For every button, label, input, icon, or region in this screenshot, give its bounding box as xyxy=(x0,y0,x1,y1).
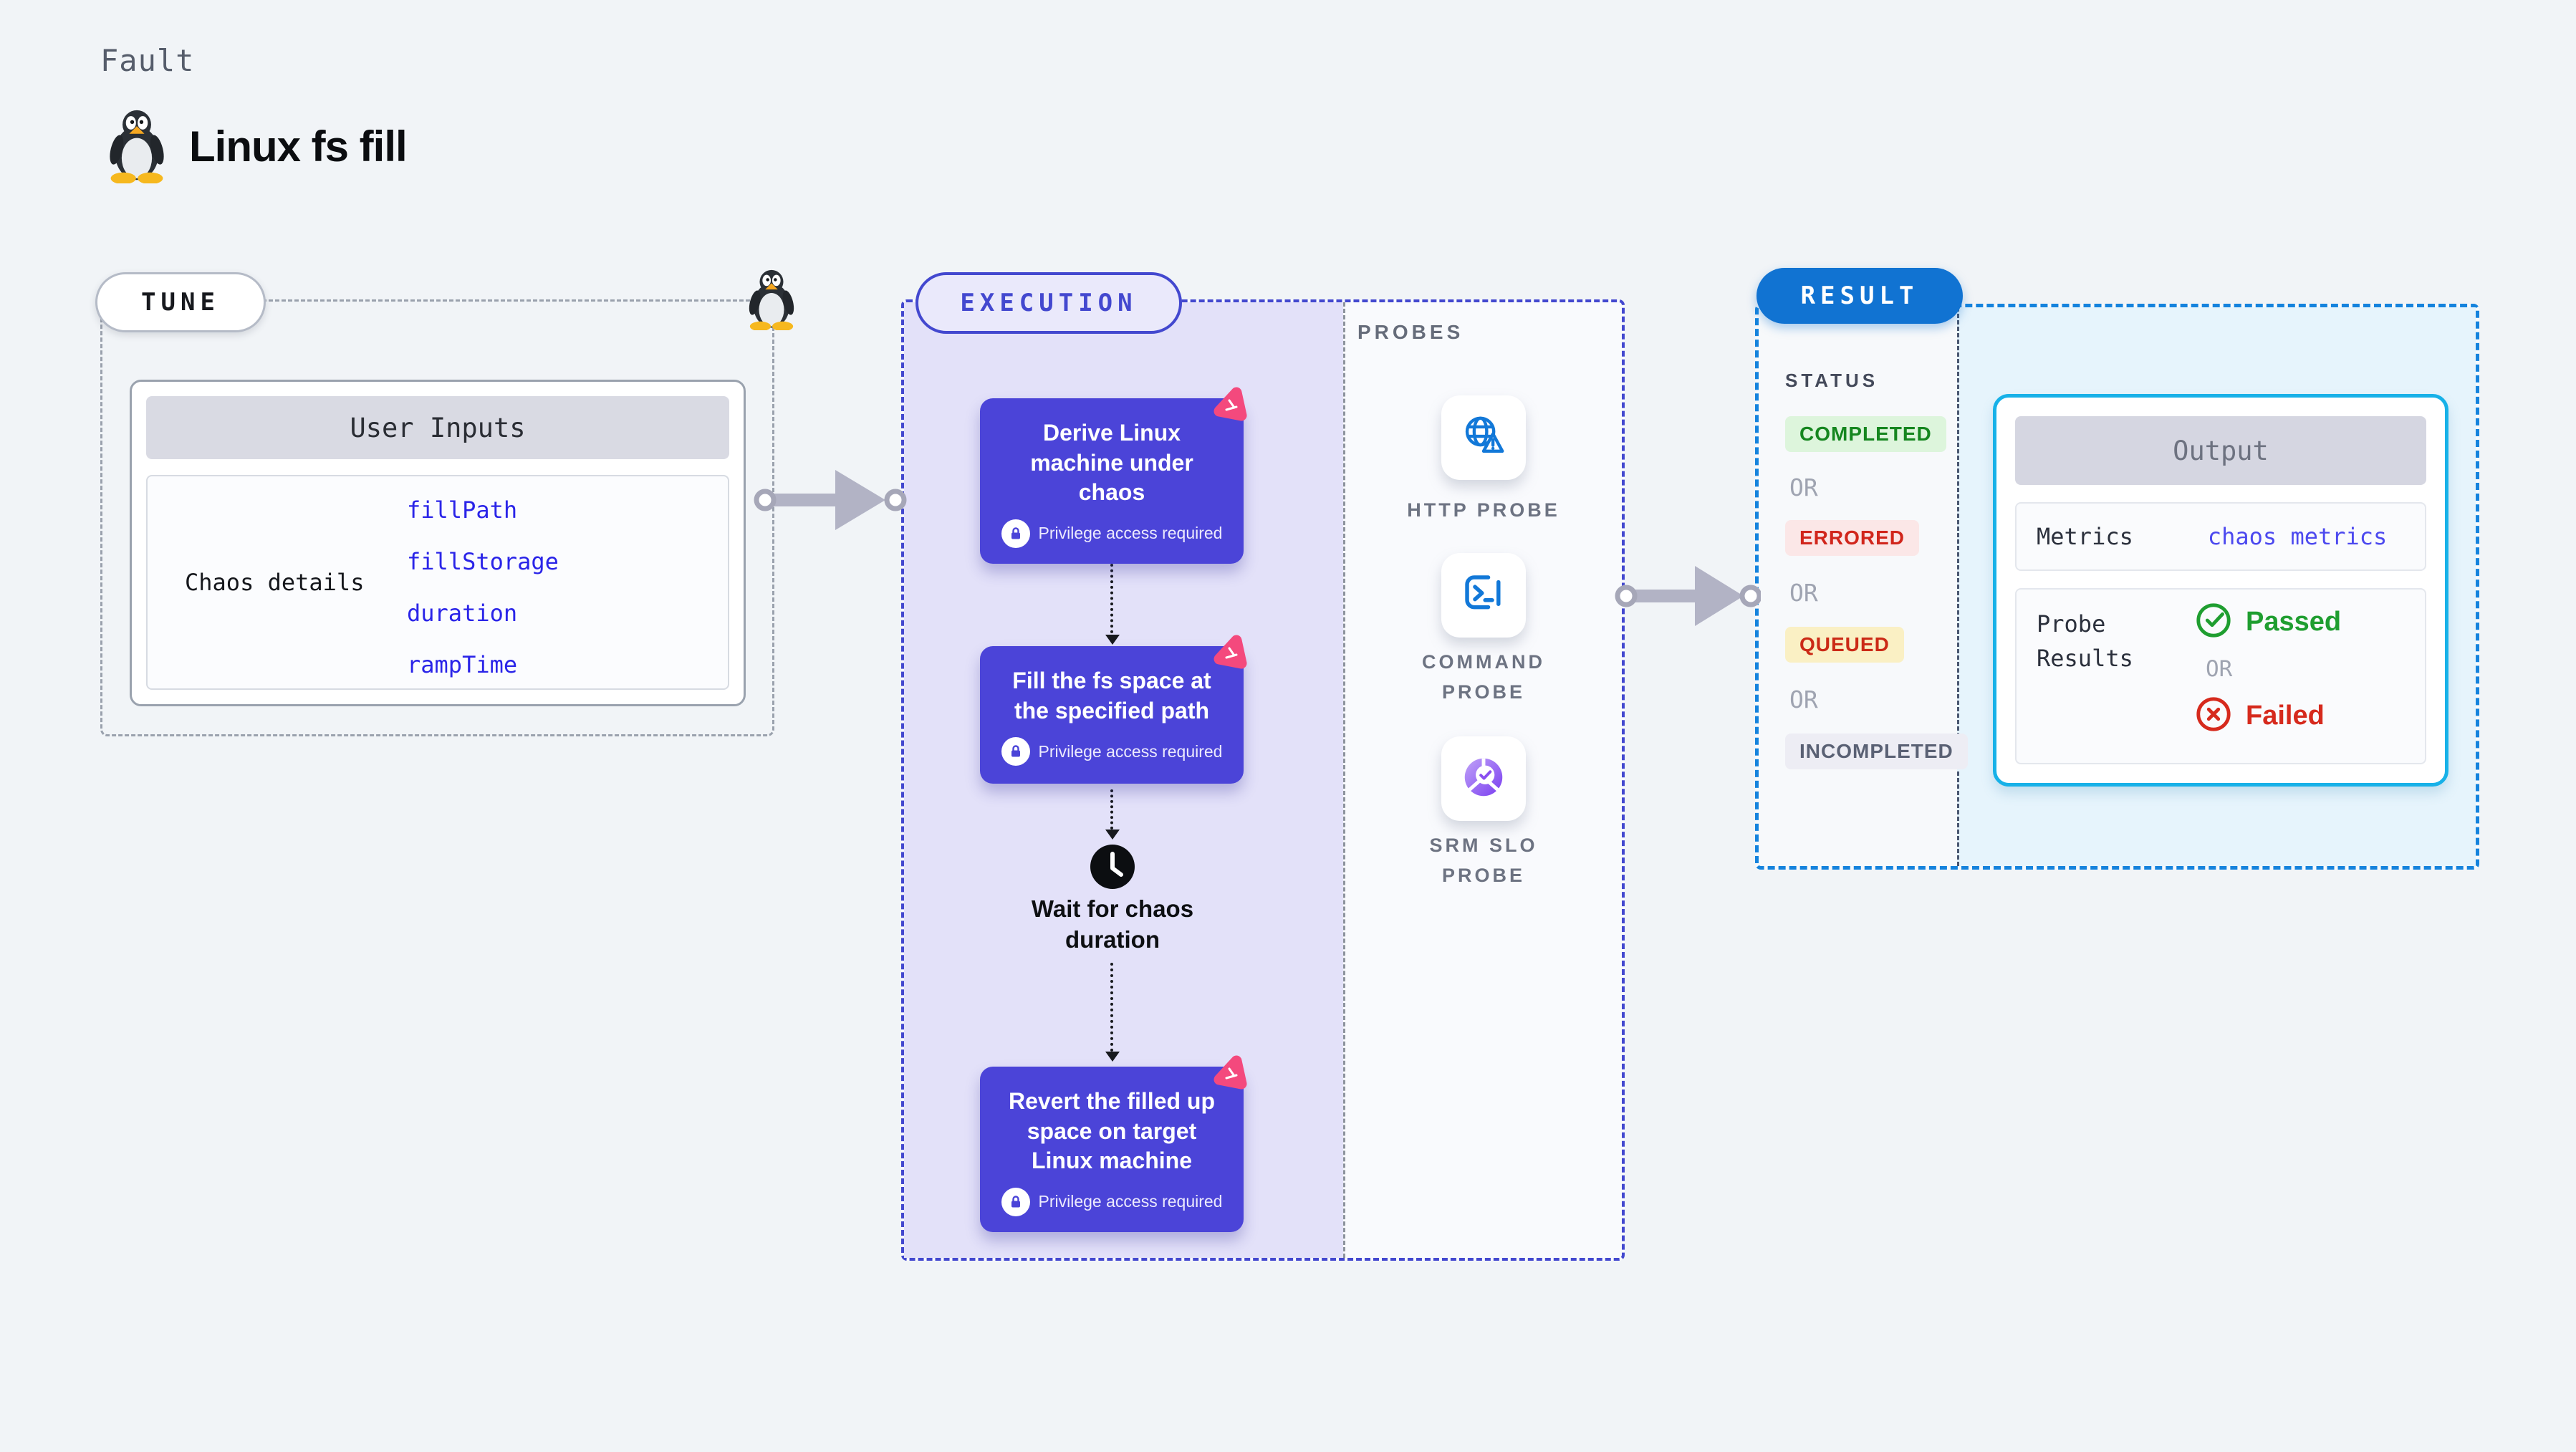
flow-connector xyxy=(1110,789,1113,830)
page-title: Linux fs fill xyxy=(189,122,408,170)
clock-icon xyxy=(1088,842,1137,891)
user-inputs-header: User Inputs xyxy=(146,396,729,459)
status-title: STATUS xyxy=(1785,370,1879,391)
page-title-row: Linux fs fill xyxy=(106,106,408,187)
metrics-value: chaos metrics xyxy=(2207,523,2388,550)
status-badge-queued: QUEUED xyxy=(1785,627,1904,663)
probes-title: PROBES xyxy=(1357,321,1464,343)
privilege-badge-text: Privilege access required xyxy=(1038,741,1223,761)
chaos-fault-icon xyxy=(1208,630,1254,676)
status-badge-completed: COMPLETED xyxy=(1785,416,1946,452)
step-card-revert-space: Revert the filled up space on target Lin… xyxy=(980,1055,1247,1232)
execution-to-result-arrow xyxy=(1615,556,1762,640)
or-label: OR xyxy=(1789,473,1818,501)
tune-pill: TUNE xyxy=(95,272,266,332)
tux-penguin-icon xyxy=(106,106,168,187)
step-card-fill-fs: Fill the fs space at the specified path … xyxy=(980,635,1247,784)
privilege-badge: Privilege access required xyxy=(999,1187,1225,1216)
flow-arrowhead xyxy=(1105,1052,1120,1062)
step-title: Revert the filled up space on target Lin… xyxy=(1008,1088,1216,1174)
status-badge-errored: ERRORED xyxy=(1785,520,1920,556)
output-panel: Output Metrics chaos metrics Probe Resul… xyxy=(1993,394,2448,787)
chaos-details-label: Chaos details xyxy=(185,569,365,596)
tune-to-execution-arrow xyxy=(754,460,908,544)
privilege-badge: Privilege access required xyxy=(999,519,1225,548)
output-header: Output xyxy=(2015,416,2426,485)
command-probe-icon xyxy=(1458,569,1509,622)
param-fillpath: fillPath xyxy=(407,496,518,524)
wait-duration-label: Wait for chaos duration xyxy=(1031,895,1194,953)
chaos-fault-icon xyxy=(1208,383,1254,428)
flow-arrowhead xyxy=(1105,830,1120,840)
param-duration: duration xyxy=(407,600,518,627)
flow-arrowhead xyxy=(1105,635,1120,645)
passed-label: Passed xyxy=(2246,607,2342,637)
execution-pill: EXECUTION xyxy=(915,272,1182,334)
tux-penguin-icon-small xyxy=(746,266,797,335)
step-title: Derive Linux machine under chaos xyxy=(1030,420,1193,506)
result-pill: RESULT xyxy=(1756,268,1963,324)
metrics-label: Metrics xyxy=(2037,523,2133,550)
check-circle-icon xyxy=(2194,601,2233,643)
probe-results-label: Probe Results xyxy=(2037,610,2133,672)
flow-connector xyxy=(1110,542,1113,633)
user-inputs-card: User Inputs Chaos details fillPath fillS… xyxy=(130,380,746,706)
metrics-row: Metrics chaos metrics xyxy=(2015,502,2426,571)
privilege-badge-text: Privilege access required xyxy=(1038,1192,1223,1211)
fault-kicker: Fault xyxy=(100,43,195,78)
http-probe-label: HTTP PROBE xyxy=(1407,499,1560,521)
status-badge-incompleted: INCOMPLETED xyxy=(1785,734,1968,769)
or-label: OR xyxy=(2206,656,2233,682)
step-card-derive-machine: Derive Linux machine under chaos Privile… xyxy=(980,387,1247,564)
param-fillstorage: fillStorage xyxy=(407,548,559,575)
chaos-details-row: Chaos details fillPath fillStorage durat… xyxy=(146,475,729,690)
srm-slo-probe-label: SRM SLO PROBE xyxy=(1429,835,1538,886)
or-label: OR xyxy=(1789,686,1818,713)
chaos-fault-icon xyxy=(1208,1051,1254,1097)
step-title: Fill the fs space at the specified path xyxy=(1012,668,1211,723)
privilege-badge-text: Privilege access required xyxy=(1038,524,1223,543)
lock-icon xyxy=(1001,519,1030,548)
status-column: STATUS COMPLETED OR ERRORED OR QUEUED OR… xyxy=(1785,370,1968,769)
failed-line: Failed xyxy=(2194,695,2341,737)
failed-label: Failed xyxy=(2246,701,2325,731)
param-list: fillPath fillStorage duration rampTime xyxy=(407,496,559,678)
lock-icon xyxy=(1001,1187,1030,1216)
lock-icon xyxy=(1001,737,1030,766)
http-probe-tile xyxy=(1441,395,1526,480)
flow-connector xyxy=(1110,963,1113,1052)
privilege-badge: Privilege access required xyxy=(999,737,1225,766)
command-probe-tile xyxy=(1441,553,1526,638)
command-probe-label: COMMAND PROBE xyxy=(1422,651,1545,703)
passed-line: Passed xyxy=(2194,601,2341,643)
x-circle-icon xyxy=(2194,695,2233,737)
probe-results-values: Passed OR Failed xyxy=(2194,601,2341,763)
probes-divider xyxy=(1343,302,1345,1258)
or-label: OR xyxy=(1789,579,1818,607)
param-ramptime: rampTime xyxy=(407,651,518,678)
http-probe-icon xyxy=(1458,411,1509,465)
srm-slo-probe-tile xyxy=(1441,736,1526,821)
tune-section xyxy=(100,299,774,736)
probe-results-row: Probe Results Passed OR xyxy=(2015,588,2426,764)
srm-slo-probe-icon xyxy=(1458,752,1509,806)
